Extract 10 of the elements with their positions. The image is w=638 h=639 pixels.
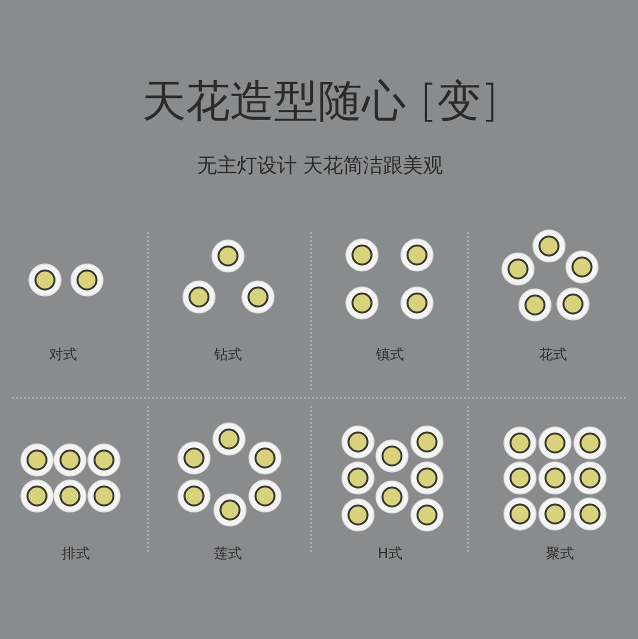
layout-label: 花式 xyxy=(539,346,567,364)
layout-label: H式 xyxy=(378,545,402,563)
layout-label: 排式 xyxy=(62,545,90,563)
layout-label: 对式 xyxy=(49,346,77,364)
subtitle: 无主灯设计 天花简洁跟美观 xyxy=(196,152,444,179)
layout-label: 镇式 xyxy=(376,346,404,364)
layout-label: 钻式 xyxy=(214,346,242,364)
title: 天花造型随心 [变] xyxy=(142,75,498,129)
layout-label: 聚式 xyxy=(546,545,574,563)
layout-label: 莲式 xyxy=(214,545,242,563)
